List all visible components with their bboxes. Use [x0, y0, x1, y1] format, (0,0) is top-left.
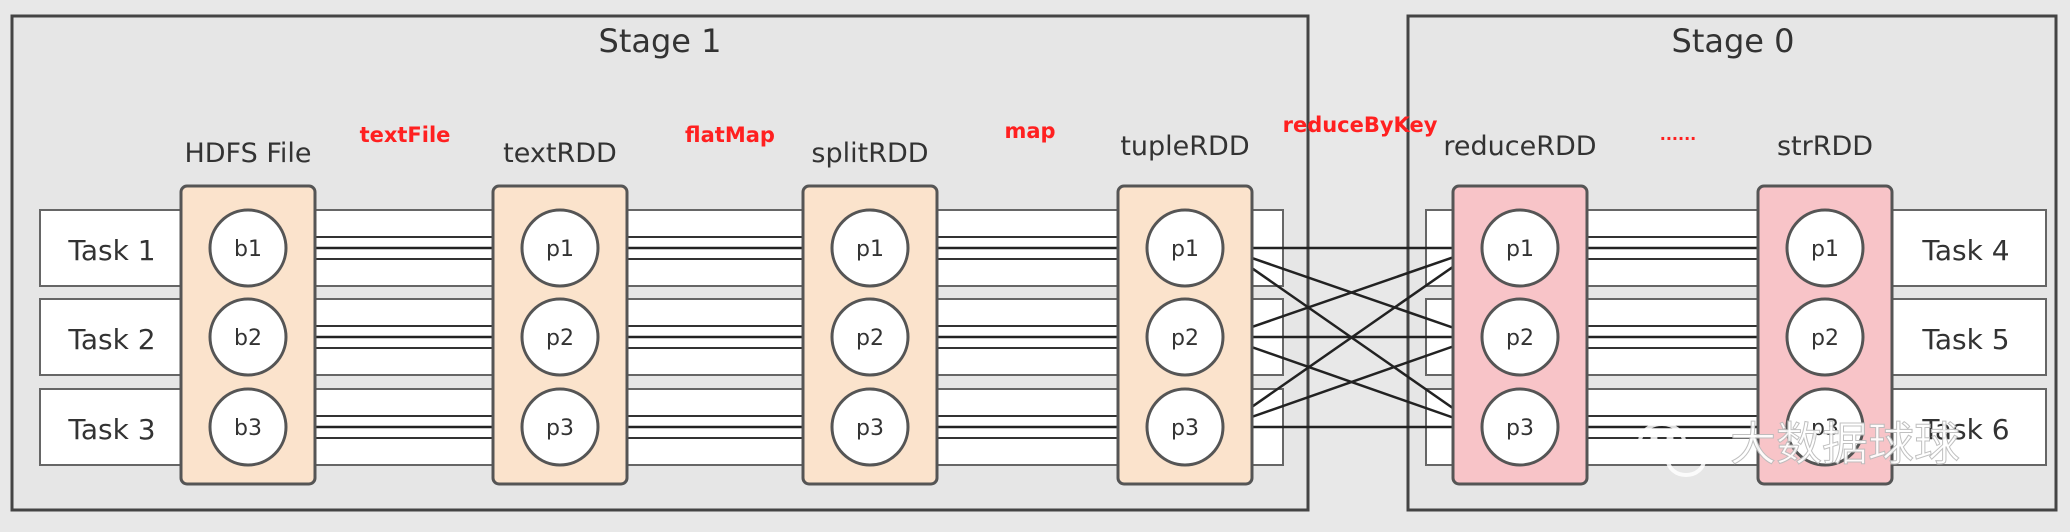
- partition-reduce-p1: p1: [1480, 208, 1560, 288]
- rdd-title-str: strRDD: [1777, 131, 1873, 162]
- task-label: Task 1: [67, 234, 155, 267]
- op-map: map: [1004, 119, 1055, 143]
- partition-reduce-p2: p2: [1480, 297, 1560, 377]
- partition-label: p2: [1171, 326, 1199, 351]
- partition-label: p1: [1171, 237, 1199, 262]
- partition-label: p2: [1506, 326, 1534, 351]
- op-flatmap: flatMap: [685, 123, 775, 147]
- stage-1-label: Stage 1: [599, 22, 722, 60]
- partition-str-p3: p3: [1785, 387, 1865, 467]
- op-ellipsis: ......: [1660, 125, 1696, 144]
- shuffle-dependency-arrow: [1222, 246, 1482, 429]
- partition-text-p2: p2: [520, 297, 600, 377]
- partition-label: p3: [856, 416, 884, 441]
- op-reducebykey: reduceByKey: [1283, 113, 1438, 137]
- rdd-boxes: b1 b2 b3 p1 p2 p3 p1 p2 p3 p1 p2 p3 p1 p2 p3 p1 p2 p3: [179, 184, 1894, 486]
- rdd-box-hdfs: b1 b2 b3: [179, 184, 317, 486]
- partition-text-p3: p3: [520, 387, 600, 467]
- partition-label: p3: [1506, 416, 1534, 441]
- partition-label: p2: [856, 326, 884, 351]
- rdd-title-tuple: tupleRDD: [1120, 131, 1249, 162]
- partition-hdfs-b1: b1: [208, 208, 288, 288]
- rdd-title-text: textRDD: [503, 138, 617, 169]
- partition-tuple-p3: p3: [1145, 387, 1225, 467]
- rdd-title-reduce: reduceRDD: [1443, 131, 1596, 162]
- partition-label: p3: [546, 416, 574, 441]
- task-label: Task 5: [1921, 323, 2009, 356]
- rdd-box-tuple: p1 p2 p3: [1116, 184, 1254, 486]
- partition-label: p1: [546, 237, 574, 262]
- partition-split-p3: p3: [830, 387, 910, 467]
- rdd-box-split: p1 p2 p3: [801, 184, 939, 486]
- partition-label: p2: [1811, 326, 1839, 351]
- operation-labels: textFile flatMap map reduceByKey ......: [360, 113, 1697, 147]
- stage-0-label: Stage 0: [1672, 22, 1795, 60]
- partition-str-p1: p1: [1785, 208, 1865, 288]
- partition-split-p1: p1: [830, 208, 910, 288]
- op-textfile: textFile: [360, 123, 451, 147]
- rdd-box-str: p1 p2 p3: [1756, 184, 1894, 486]
- right-task-labels: Task 4 Task 5 Task 6: [1921, 234, 2009, 446]
- rdd-title-hdfs: HDFS File: [184, 138, 311, 169]
- task-label: Task 6: [1921, 413, 2009, 446]
- partition-text-p1: p1: [520, 208, 600, 288]
- watermark-text: 大数据球球: [1730, 417, 1960, 471]
- partition-tuple-p2: p2: [1145, 297, 1225, 377]
- partition-split-p2: p2: [830, 297, 910, 377]
- partition-label: p3: [1811, 416, 1839, 441]
- partition-label: p1: [856, 237, 884, 262]
- task-label: Task 3: [67, 413, 155, 446]
- partition-label: b2: [234, 326, 262, 351]
- partition-label: p3: [1171, 416, 1199, 441]
- watermark: 大数据球球: [1638, 417, 1961, 477]
- partition-str-p2: p2: [1785, 297, 1865, 377]
- partition-label: p1: [1811, 237, 1839, 262]
- shuffle-dependency-arrow: [1222, 333, 1483, 429]
- partition-reduce-p3: p3: [1480, 387, 1560, 467]
- left-task-labels: Task 1 Task 2 Task 3: [67, 234, 155, 446]
- rdd-titles: HDFS File textRDD splitRDD tupleRDD redu…: [184, 131, 1873, 169]
- task-label: Task 4: [1921, 234, 2009, 267]
- partition-label: b1: [234, 237, 262, 262]
- partition-label: b3: [234, 416, 262, 441]
- partition-hdfs-b2: b2: [208, 297, 288, 377]
- partition-label: p1: [1506, 237, 1534, 262]
- wechat-icon: [1638, 422, 1706, 477]
- rdd-box-text: p1 p2 p3: [491, 184, 629, 486]
- task-label: Task 2: [67, 323, 155, 356]
- partition-label: p2: [546, 326, 574, 351]
- rdd-box-reduce: p1 p2 p3: [1451, 184, 1589, 486]
- shuffle-dependency-arrow: [1222, 243, 1483, 339]
- partition-hdfs-b3: b3: [208, 387, 288, 467]
- partition-tuple-p1: p1: [1145, 208, 1225, 288]
- rdd-title-split: splitRDD: [811, 138, 928, 169]
